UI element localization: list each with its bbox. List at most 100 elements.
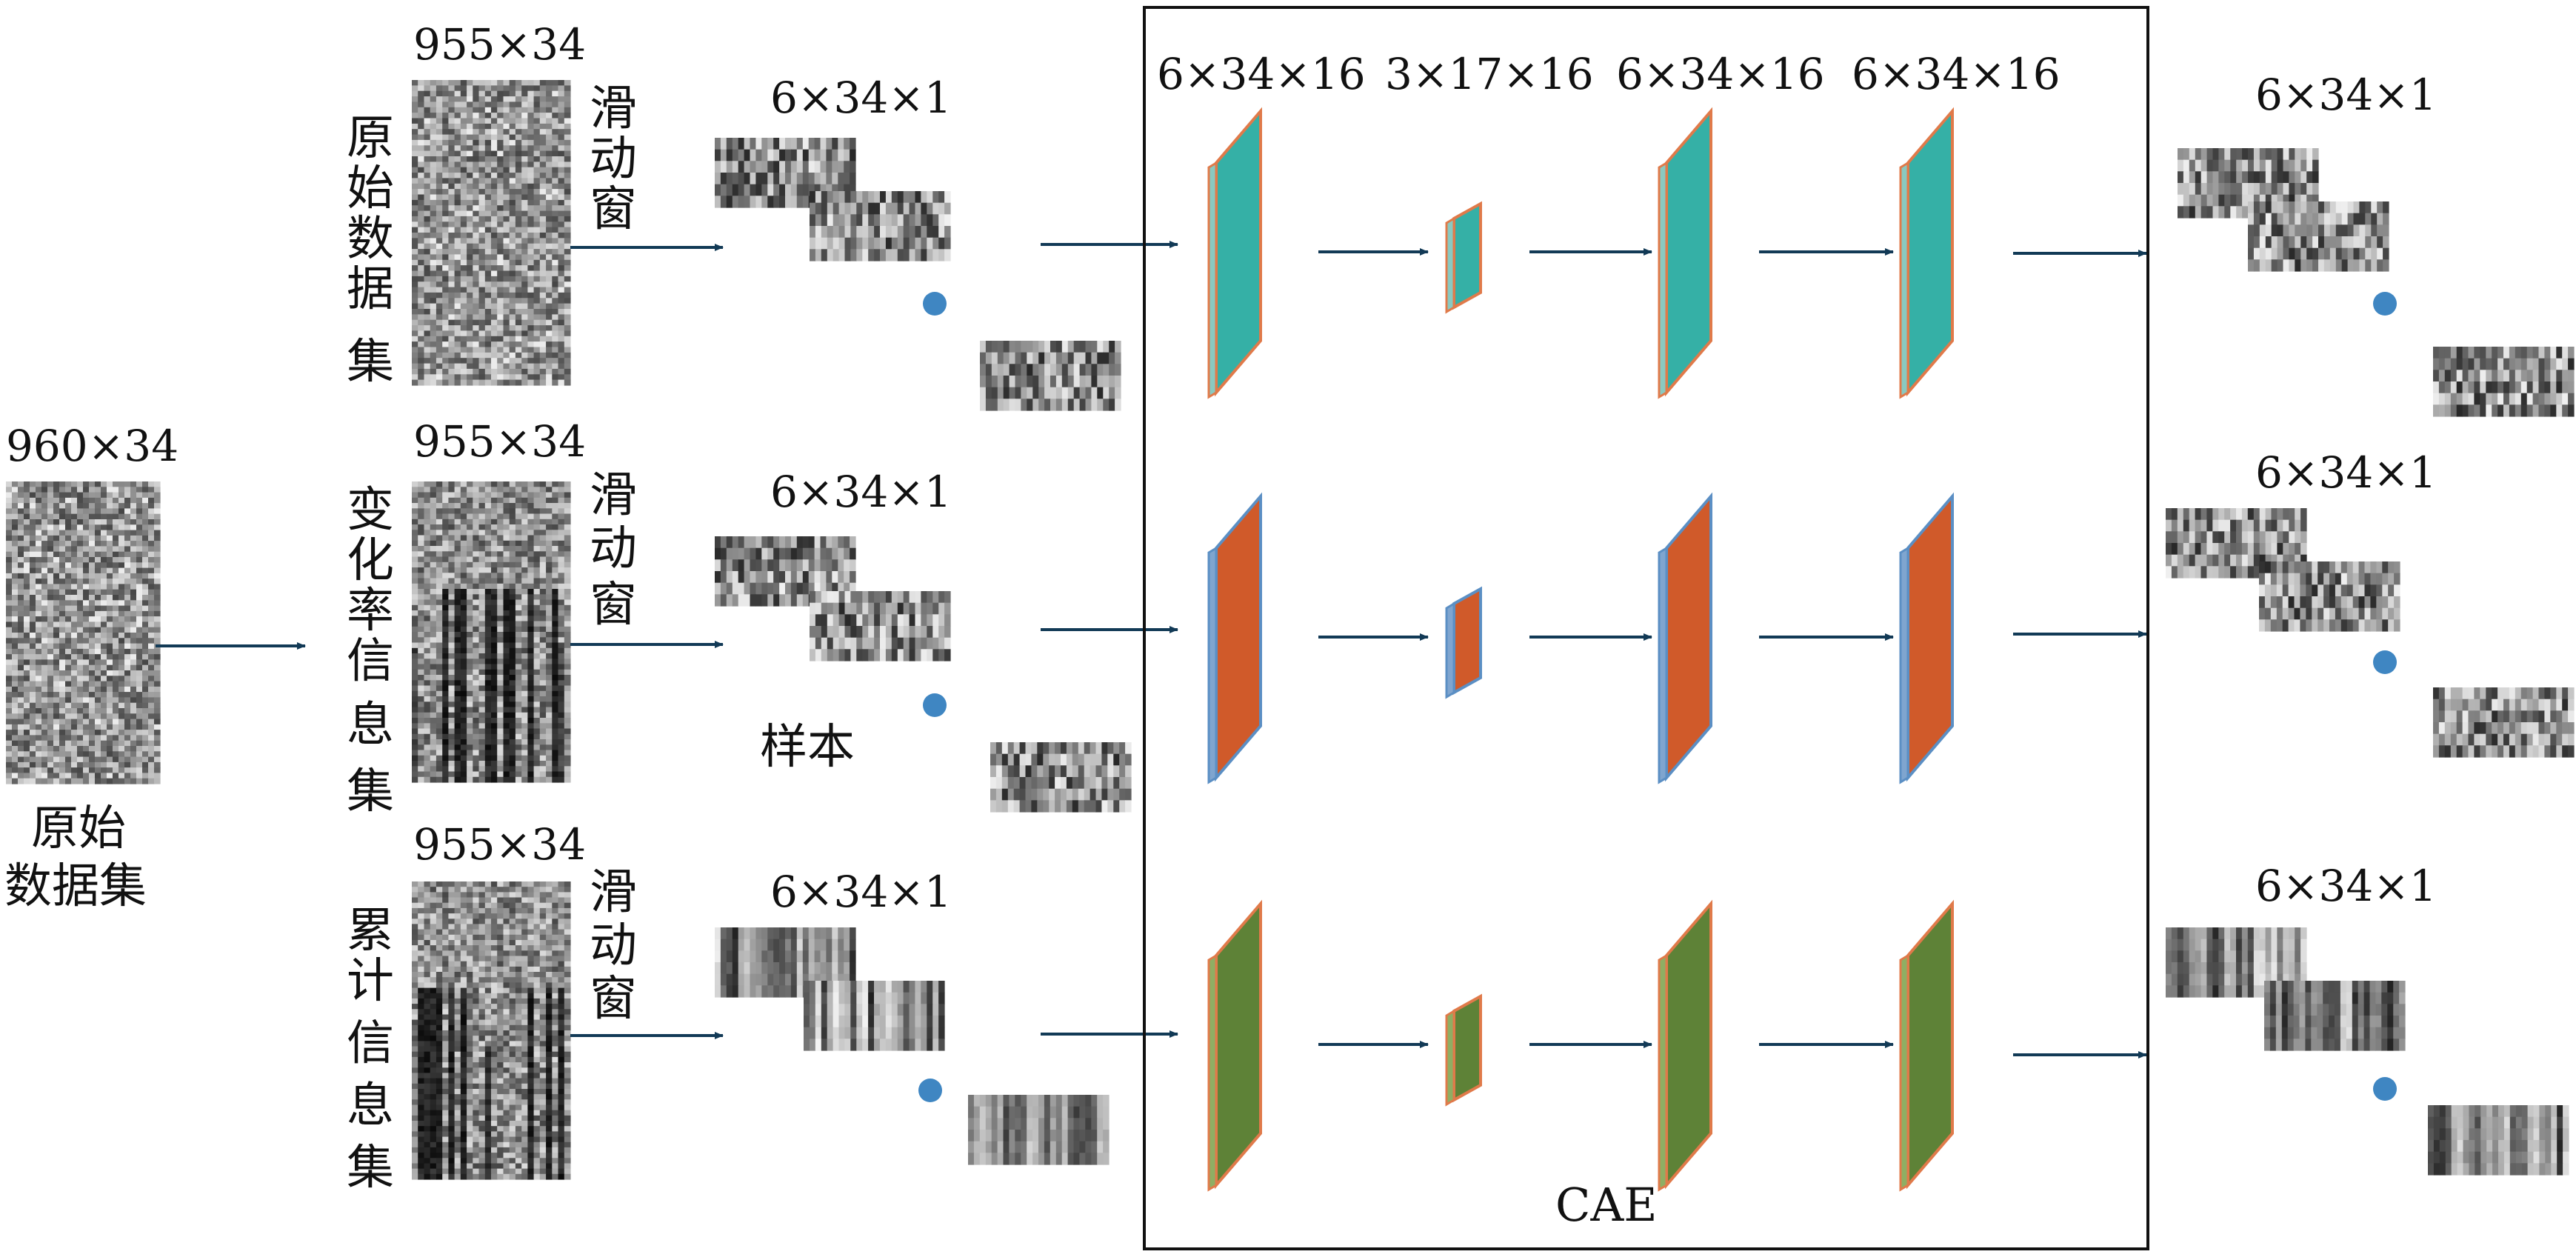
heatmap-cell [95,751,101,758]
heatmap-cell [436,561,443,568]
heatmap-cell [558,647,565,654]
heatmap-cell [124,778,131,784]
heatmap-cell [491,227,498,233]
heatmap-cell [497,259,504,266]
patch-cell [832,173,838,185]
heatmap-cell [6,697,13,704]
heatmap-cell [430,578,437,584]
heatmap-cell [521,358,528,364]
heatmap-cell [546,583,553,590]
heatmap-cell [515,227,522,233]
heatmap-cell [460,653,467,659]
heatmap-cell [412,481,418,487]
heatmap-cell [448,319,456,326]
patch-cell [1044,352,1051,364]
heatmap-cell [71,633,78,639]
heatmap-cell [53,643,60,650]
heatmap-cell [564,254,571,261]
heatmap-cell [18,643,24,650]
heatmap-cell [558,233,565,239]
heatmap-cell [497,728,504,735]
heatmap-cell [497,583,504,590]
heatmap-cell [503,530,510,536]
patch-cell [1027,341,1033,353]
heatmap-cell [478,210,486,217]
patch-cell [750,559,756,572]
heatmap-cell [448,227,456,233]
heatmap-cell [484,513,492,520]
heatmap-cell [430,281,437,288]
heatmap-cell [71,740,78,747]
heatmap-cell [497,589,504,595]
heatmap-cell [515,270,522,277]
heatmap-cell [454,85,461,92]
heatmap-cell [442,755,449,761]
heatmap-cell [154,481,161,487]
heatmap-cell [503,276,510,282]
heatmap-cell [418,508,424,515]
heatmap-cell [442,637,449,644]
patch-cell [1061,352,1069,364]
heatmap-cell [119,730,125,736]
heatmap-cell [478,535,486,541]
patch-cell [1097,341,1104,353]
heatmap-cell [558,728,565,735]
heatmap-cell [107,730,113,736]
heatmap-cell [41,773,48,779]
heatmap-cell [65,595,72,601]
heatmap-cell [36,513,42,520]
heatmap-cell [454,750,461,756]
heatmap-cell [509,363,516,370]
heatmap-cell [521,287,528,293]
heatmap-cell [503,701,510,708]
heatmap-cell [558,481,565,487]
heatmap-cell [71,605,78,612]
patch-cell [903,214,910,227]
heatmap-cell [89,541,96,547]
patch-cell [844,591,851,604]
heatmap-cell [89,503,96,509]
heatmap-cell [454,761,461,767]
heatmap-cell [36,676,42,682]
heatmap-cell [36,557,42,563]
heatmap-cell [497,173,504,179]
heatmap-cell [136,621,143,628]
heatmap-cell [539,513,547,520]
heatmap-cell [113,648,119,655]
patch-cell [868,249,875,261]
heatmap-cell [154,584,161,590]
heatmap-cell [107,562,113,569]
heatmap-cell [509,210,516,217]
heatmap-cell [18,648,24,655]
heatmap-cell [89,719,96,725]
heatmap-cell [24,767,30,773]
heatmap-cell [467,80,473,86]
heatmap-cell [136,740,143,747]
heatmap-cell [539,363,547,370]
heatmap-cell [30,767,36,773]
heatmap-cell [509,113,516,119]
heatmap-cell [442,139,449,146]
heatmap-cell [558,363,565,370]
heatmap-cell [509,621,516,627]
heatmap-cell [36,573,42,579]
heatmap-cell [424,183,431,190]
heatmap-cell [436,189,443,196]
heatmap-cell [148,524,155,531]
heatmap-cell [460,519,467,525]
heatmap-cell [30,713,36,720]
heatmap-cell [95,535,101,541]
heatmap-cell [436,80,443,86]
heatmap-cell [509,594,516,601]
heatmap-cell [53,513,60,520]
heatmap-cell [467,167,473,173]
heatmap-cell [546,637,553,644]
heatmap-cell [442,80,449,86]
heatmap-cell [436,107,443,113]
heatmap-cell [154,627,161,633]
heatmap-cell [83,643,90,650]
heatmap-cell [65,730,72,736]
heatmap-cell [65,481,72,487]
heatmap-cell [515,524,522,530]
patch-cell [1009,399,1016,411]
